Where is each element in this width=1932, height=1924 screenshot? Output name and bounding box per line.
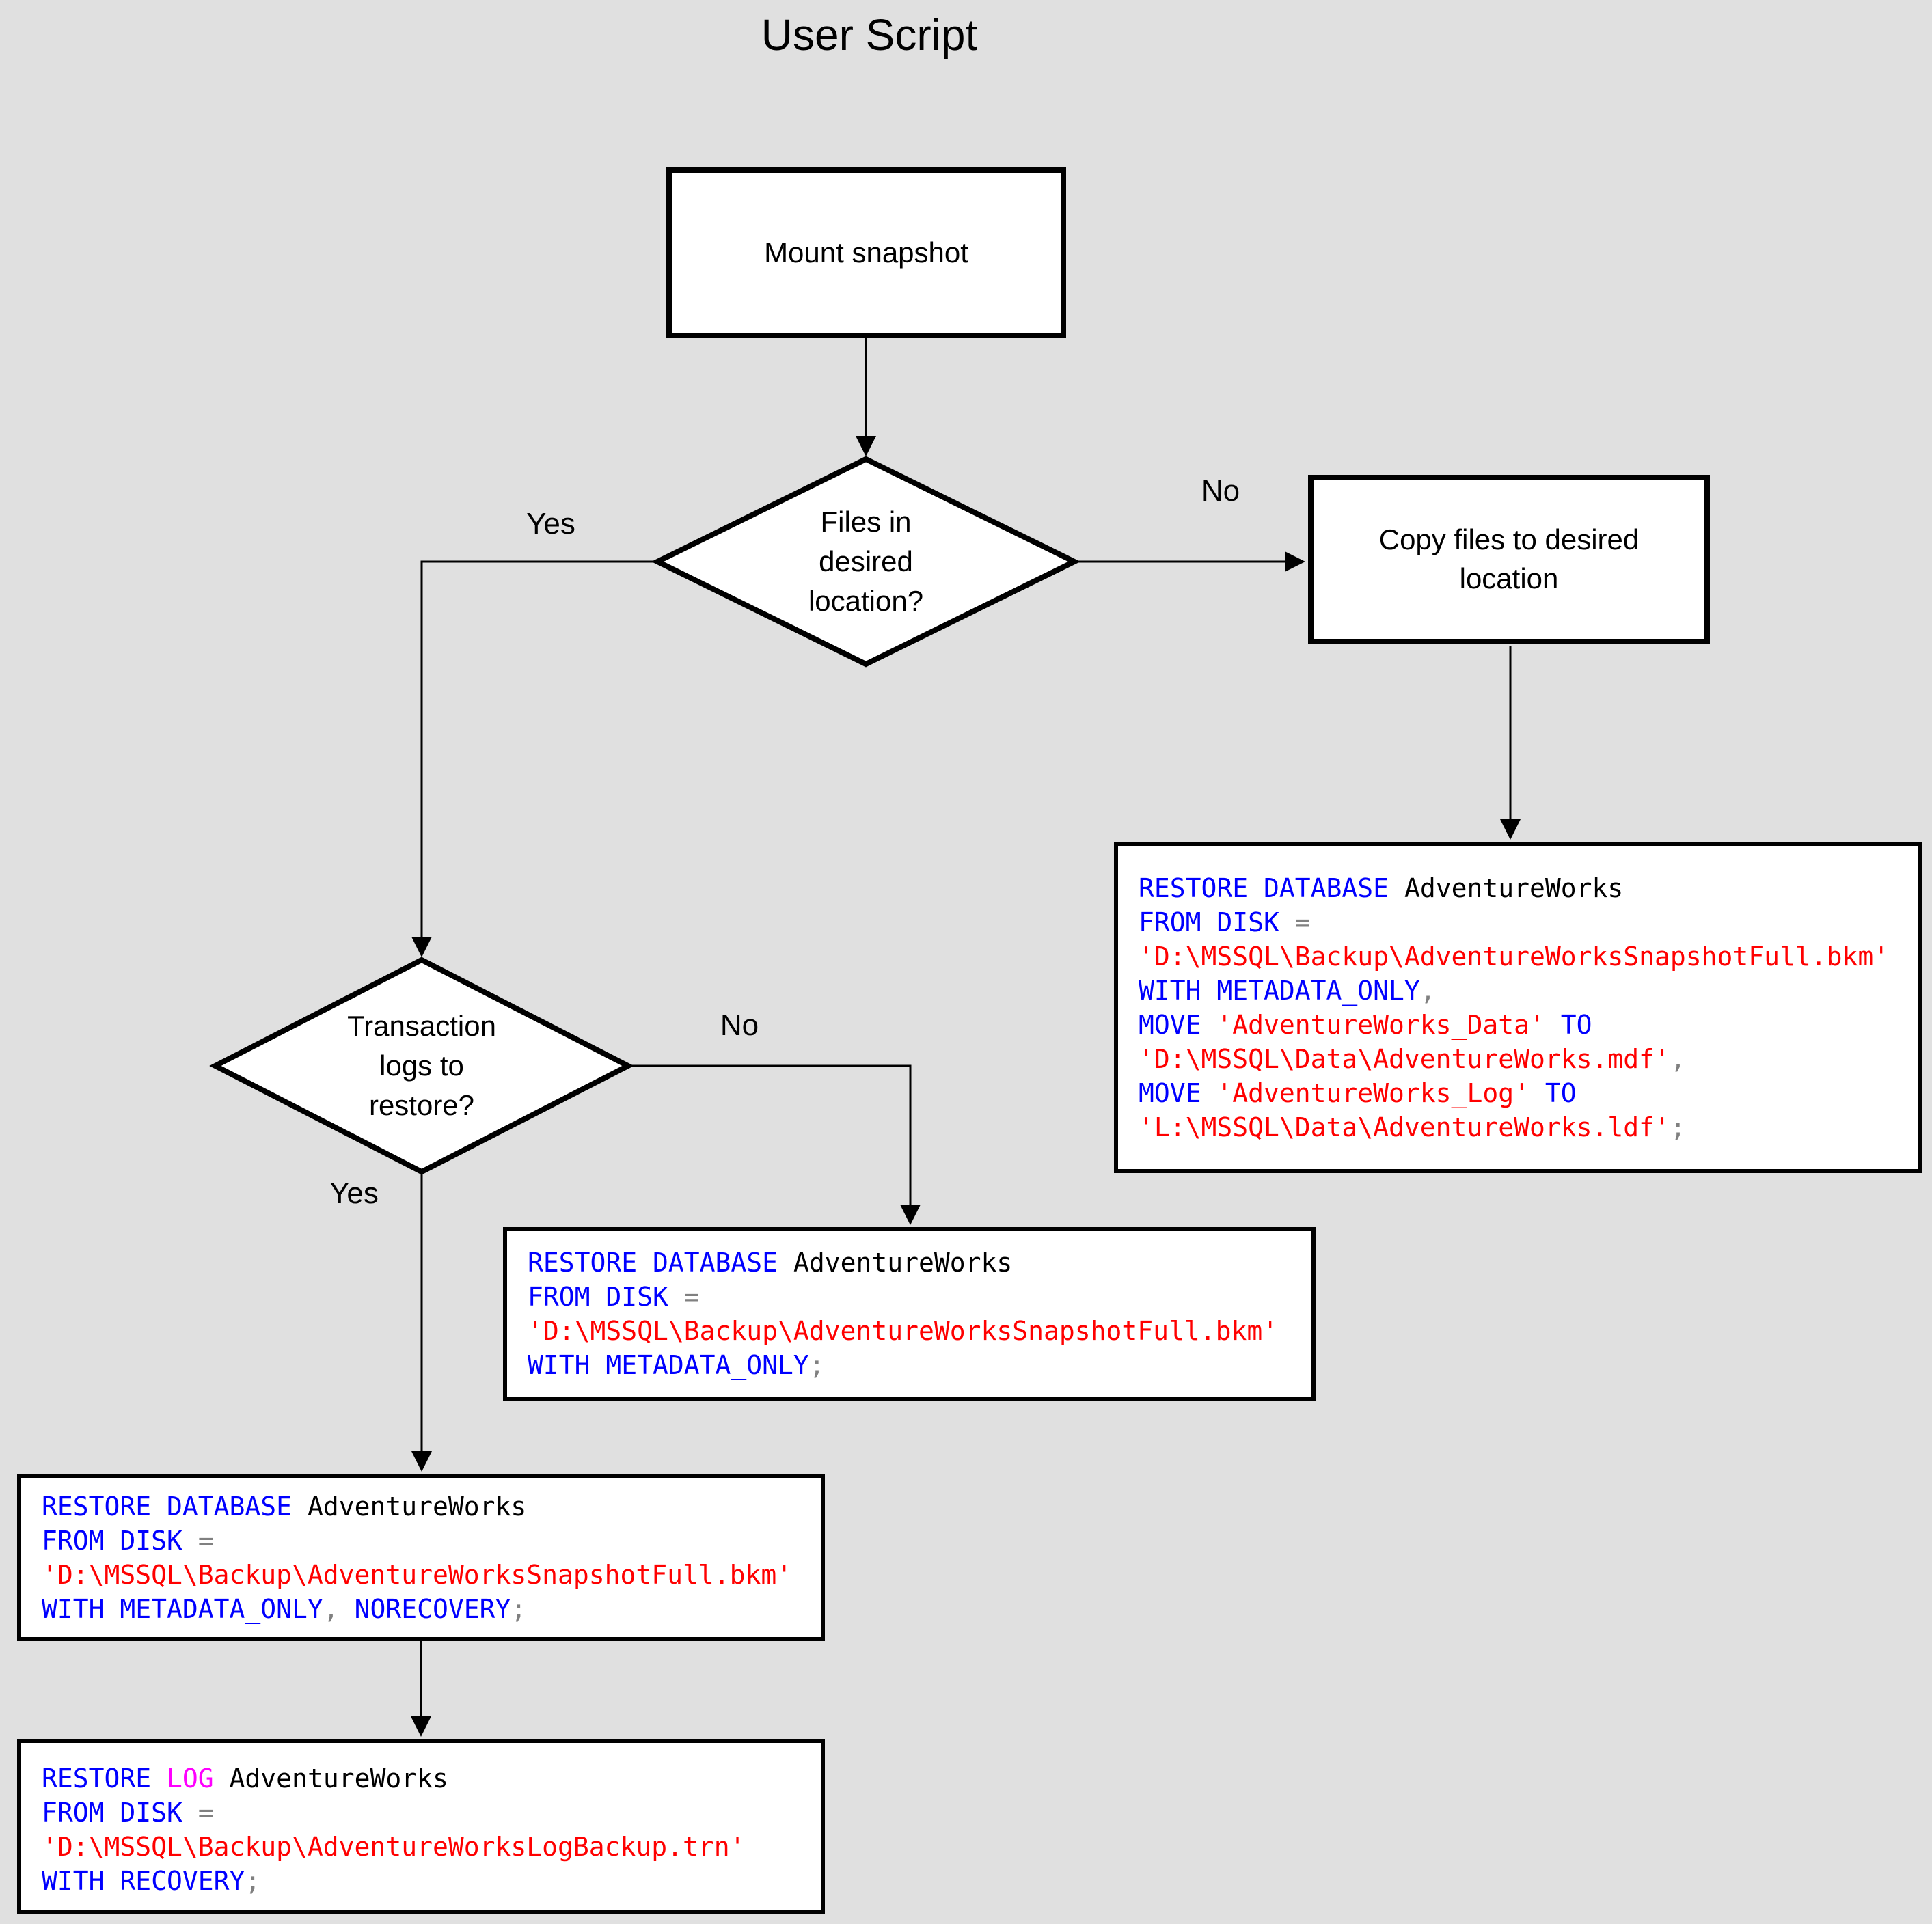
edge-label-logs-no: No [720,1008,759,1042]
decision-files-label: Files in desired location? [808,506,924,617]
code-line: RESTORE LOG AdventureWorks [42,1763,448,1794]
decision-files-diamond [651,456,1081,668]
decision-logs-label: Transaction logs to restore? [347,1010,496,1121]
code-line: 'D:\MSSQL\Backup\AdventureWorksLogBackup… [42,1832,746,1862]
code-line: FROM DISK = [42,1798,214,1828]
code-line: WITH METADATA_ONLY; [528,1350,825,1380]
code-line: 'D:\MSSQL\Data\AdventureWorks.mdf', [1139,1044,1686,1074]
edge-files-yes [411,560,655,957]
code-line: MOVE 'AdventureWorks_Data' TO [1139,1010,1592,1040]
code-line: RESTORE DATABASE AdventureWorks [1139,873,1624,903]
code-line: 'D:\MSSQL\Backup\AdventureWorksSnapshotF… [42,1560,793,1590]
edge-label-logs-yes: Yes [329,1177,379,1210]
copy-files-box: Copy files to desired location [1308,475,1710,644]
mount-snapshot-label: Mount snapshot [764,236,968,269]
code-line: RESTORE DATABASE AdventureWorks [528,1248,1013,1278]
edge-logs-no [629,1064,921,1225]
code-line: FROM DISK = [528,1282,700,1312]
code-line: 'D:\MSSQL\Backup\AdventureWorksSnapshotF… [1139,942,1890,972]
code-line: 'L:\MSSQL\Data\AdventureWorks.ldf'; [1139,1112,1686,1142]
code-line: WITH METADATA_ONLY, [1139,976,1436,1006]
code-line: RESTORE DATABASE AdventureWorks [42,1492,527,1522]
decision-logs-diamond [209,957,634,1175]
code-line: WITH METADATA_ONLY, NORECOVERY; [42,1594,527,1624]
page-title: User Script [761,10,978,59]
code-line: WITH RECOVERY; [42,1866,261,1896]
copy-files-label: Copy files to desired location [1378,523,1640,594]
edge-label-files-yes: Yes [526,507,575,540]
code-line: 'D:\MSSQL\Backup\AdventureWorksSnapshotF… [528,1316,1279,1346]
mount-snapshot-box: Mount snapshot [666,167,1066,338]
code-line: FROM DISK = [42,1526,214,1556]
code-line: MOVE 'AdventureWorks_Log' TO [1139,1078,1577,1108]
code-line: FROM DISK = [1139,907,1311,937]
edge-label-files-no: No [1201,474,1240,508]
